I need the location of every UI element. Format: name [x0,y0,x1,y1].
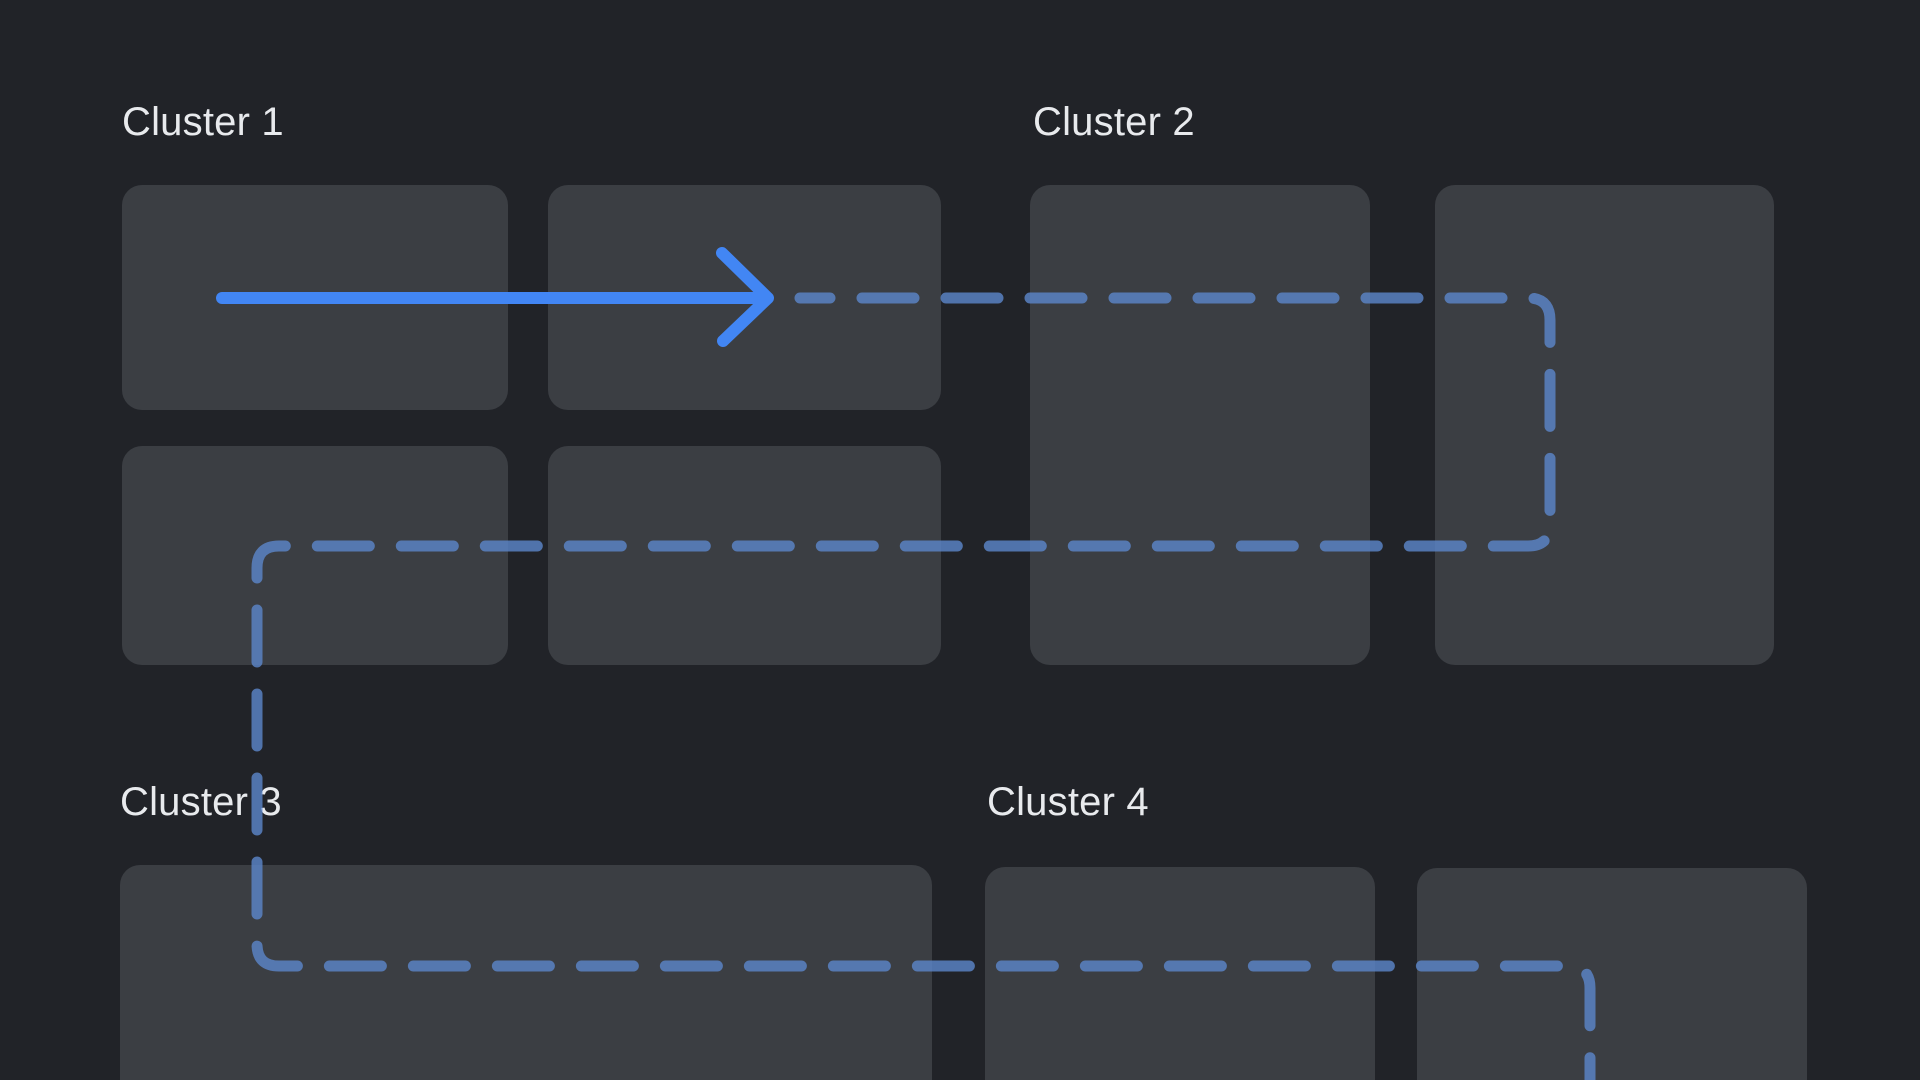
cluster-4-label: Cluster 4 [987,780,1149,824]
cluster-3-box-1 [120,865,932,1080]
cluster-1-box-4 [548,446,941,665]
cluster-1-box-3 [122,446,508,665]
cluster-1-box-2 [548,185,941,410]
cluster-2-label: Cluster 2 [1033,100,1195,144]
cluster-2-box-2 [1435,185,1774,665]
cluster-1-box-1 [122,185,508,410]
cluster-4-box-2 [1417,868,1807,1080]
cluster-4-box-1 [985,867,1375,1080]
cluster-3-label: Cluster 3 [120,780,282,824]
cluster-2-box-1 [1030,185,1370,665]
cluster-1-label: Cluster 1 [122,100,284,144]
